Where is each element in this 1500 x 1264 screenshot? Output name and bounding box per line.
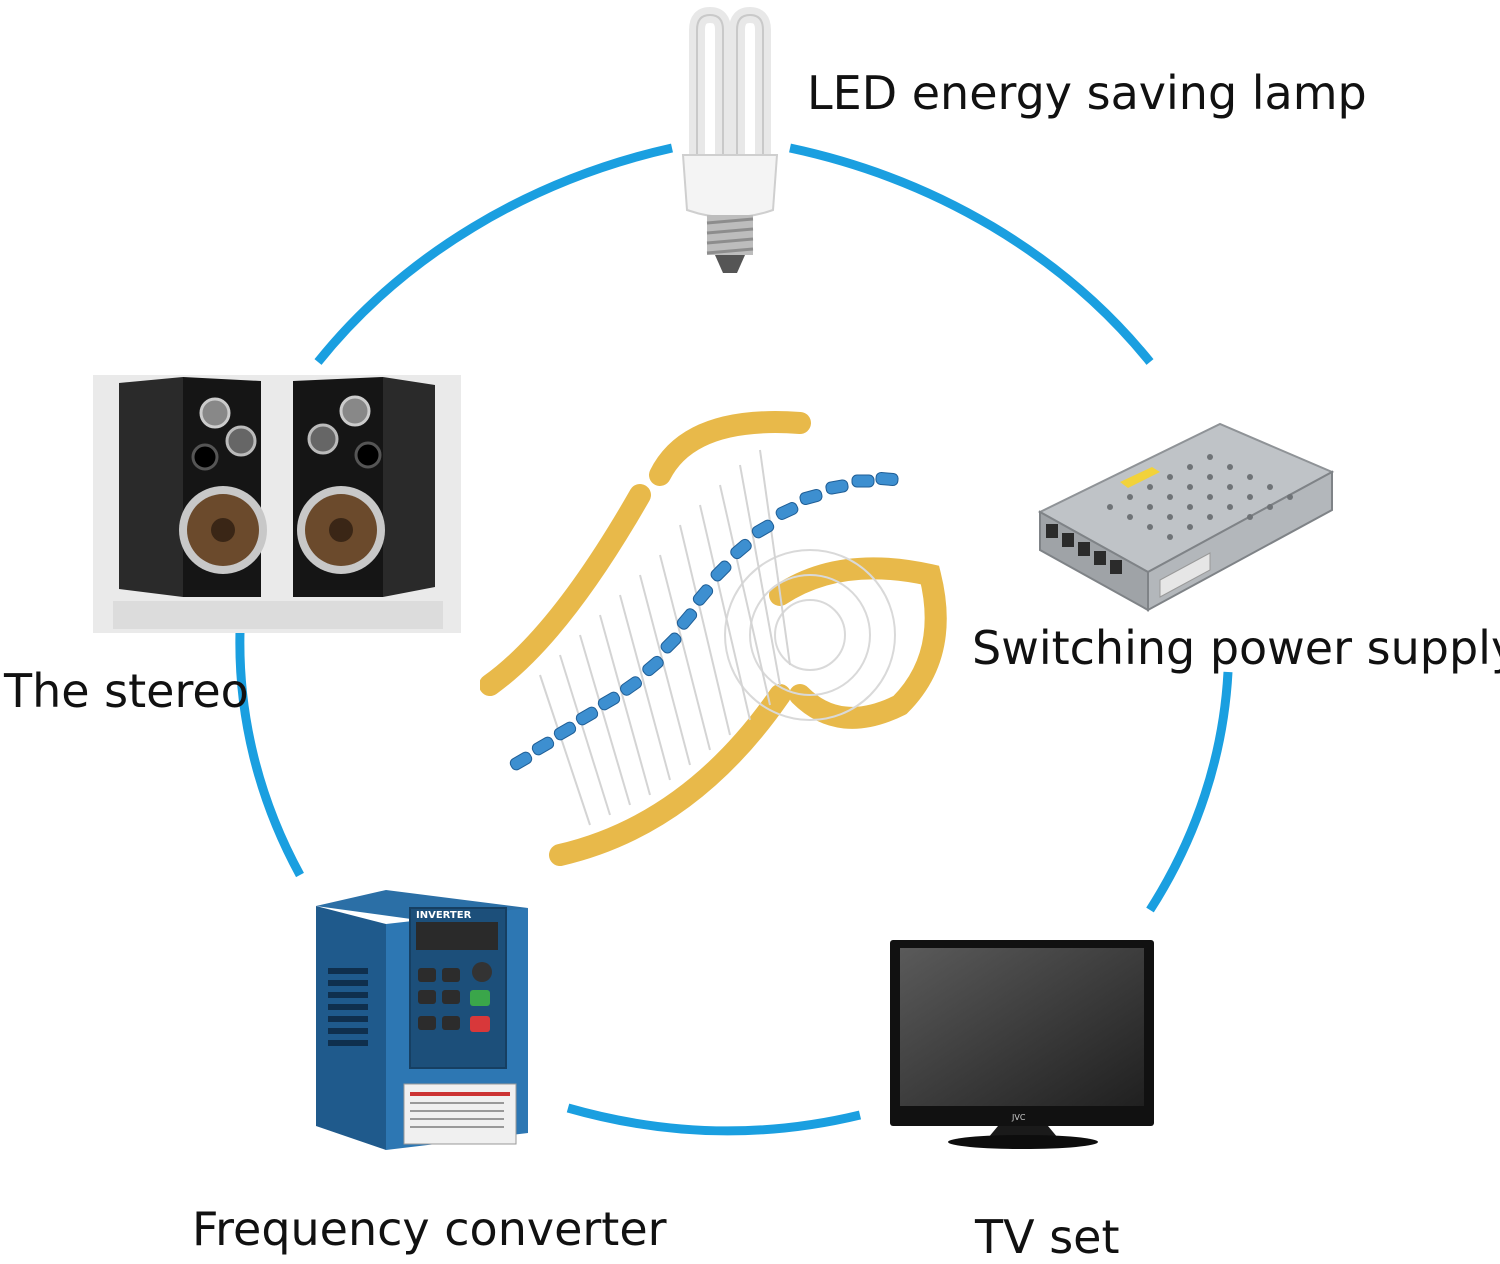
speakers-icon: [93, 375, 461, 633]
label-lamp: LED energy saving lamp: [807, 66, 1367, 120]
energy-saving-lamp-icon: [675, 5, 785, 280]
ring-arc-bottom: [566, 1103, 862, 1136]
inverter-panel-text: INVERTER: [416, 910, 472, 921]
label-tv: TV set: [975, 1210, 1120, 1264]
tv-icon: JVC: [888, 938, 1156, 1150]
power-supply-icon: [1020, 412, 1335, 612]
label-psu: Switching power supply: [972, 621, 1500, 675]
resistor-tape-roll-icon: [479, 405, 960, 870]
speaker-left: [119, 377, 267, 597]
ring-arc-left: [235, 631, 304, 878]
label-stereo: The stereo: [4, 664, 249, 718]
ring-arc-top-left: [314, 143, 673, 365]
speaker-right: [293, 377, 435, 597]
ring-arc-right: [1146, 671, 1233, 913]
ring-arc-top-right: [789, 143, 1154, 365]
inverter-icon: INVERTER: [312, 888, 530, 1153]
label-inverter: Frequency converter: [192, 1202, 667, 1256]
tv-brand: JVC: [1011, 1113, 1026, 1122]
